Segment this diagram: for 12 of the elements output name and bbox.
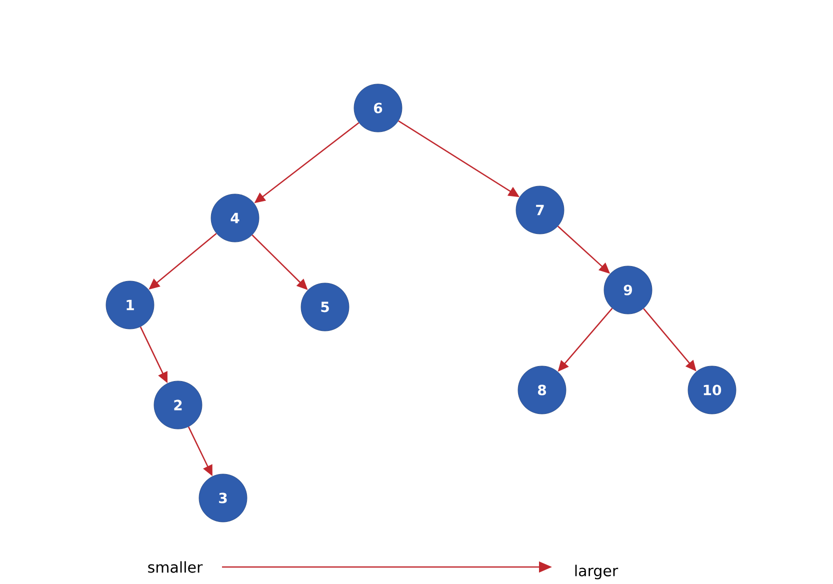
tree-node: 7 [516, 186, 564, 234]
tree-node: 10 [688, 366, 736, 414]
axis-label: larger [575, 564, 618, 580]
tree-node: 4 [210, 194, 260, 242]
tree-node: 8 [518, 366, 566, 414]
tree-node: 2 [154, 380, 202, 430]
tree-node: 6 [354, 84, 402, 132]
tree-node: 9 [604, 266, 652, 314]
tree-node: 3 [198, 474, 248, 522]
tree-node: 5 [300, 282, 350, 332]
axis-label: smaller [148, 561, 203, 573]
tree-node: 1 [106, 280, 154, 330]
